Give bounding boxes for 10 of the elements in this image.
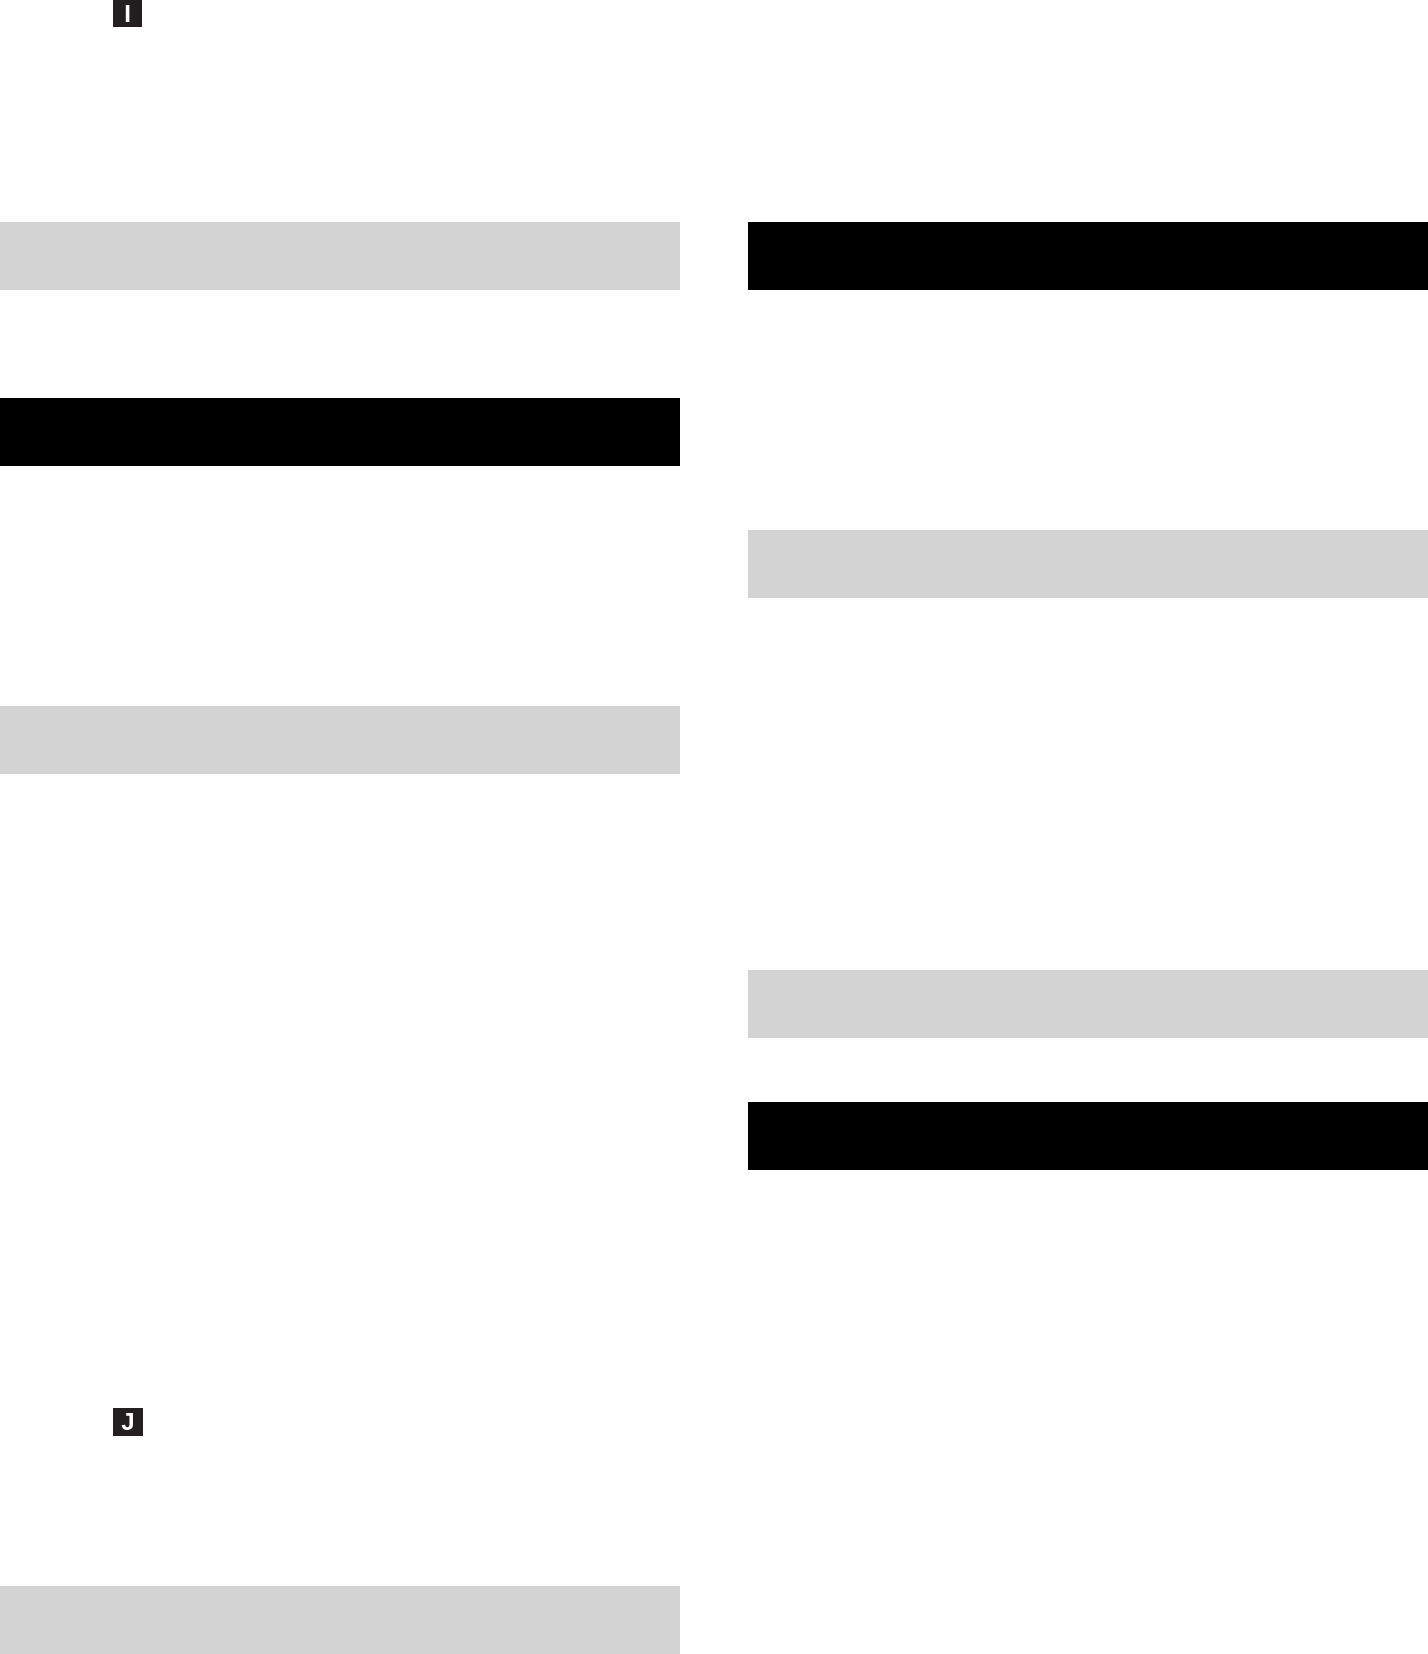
section-bar <box>748 222 1428 290</box>
section-letter-badge: J <box>113 1408 143 1436</box>
section-bar <box>0 1586 680 1654</box>
section-bar <box>748 530 1428 598</box>
section-bar <box>748 1102 1428 1170</box>
section-bar <box>748 970 1428 1038</box>
section-letter-badge: I <box>113 0 142 27</box>
section-bar <box>0 222 680 290</box>
section-bar <box>0 398 680 466</box>
section-bar <box>0 706 680 774</box>
